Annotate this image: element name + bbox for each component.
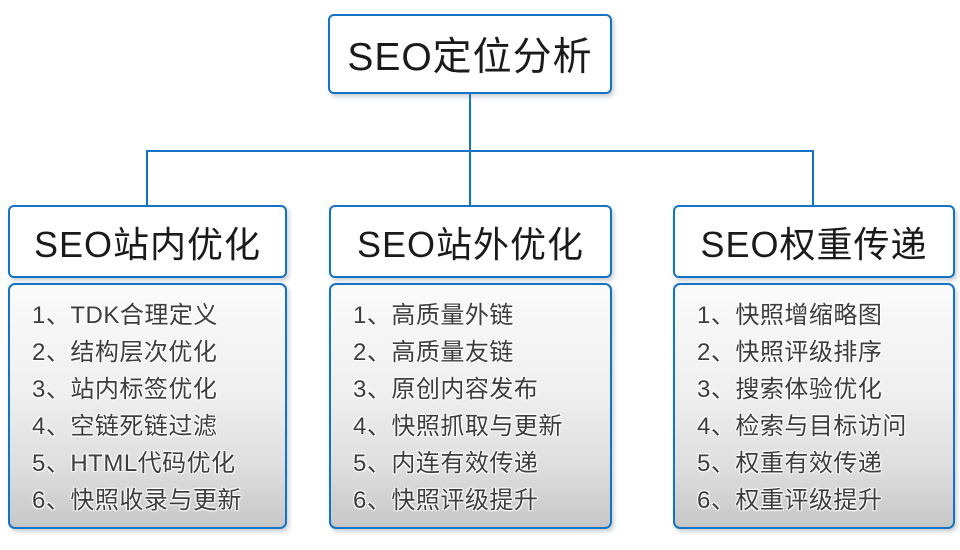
list-item: 1、TDK合理定义: [32, 302, 218, 329]
list-item: 1、快照增缩略图: [697, 302, 883, 329]
connector-drop-right: [812, 150, 814, 205]
root-node-seo-positioning: SEO定位分析: [328, 14, 612, 94]
list-item: 3、原创内容发布: [353, 376, 539, 403]
list-item: 5、HTML代码优化: [32, 450, 236, 477]
root-node-label: SEO定位分析: [347, 36, 593, 79]
list-item: 5、权重有效传递: [697, 450, 883, 477]
list-panel-offsite: 1、高质量外链 2、高质量友链 3、原创内容发布 4、快照抓取与更新 5、内连有…: [329, 283, 612, 529]
list-item: 4、空链死链过滤: [32, 413, 218, 440]
list-item: 5、内连有效传递: [353, 450, 539, 477]
branch-node-label: SEO站内优化: [33, 223, 262, 265]
list-panel-weight-transfer: 1、快照增缩略图 2、快照评级排序 3、搜索体验优化 4、检索与目标访问 5、权…: [673, 283, 955, 529]
branch-node-onsite: SEO站内优化: [8, 205, 287, 278]
branch-node-weight-transfer: SEO权重传递: [673, 205, 955, 278]
list-panel-onsite: 1、TDK合理定义 2、结构层次优化 3、站内标签优化 4、空链死链过滤 5、H…: [8, 283, 287, 529]
list-item: 6、快照评级提升: [353, 487, 539, 514]
list-item: 1、高质量外链: [353, 302, 514, 329]
list-item: 6、权重评级提升: [697, 487, 883, 514]
connector-drop-left: [146, 150, 148, 205]
branch-node-label: SEO站外优化: [356, 223, 585, 265]
list-item: 6、快照收录与更新: [32, 487, 242, 514]
list-item: 3、站内标签优化: [32, 376, 218, 403]
list-item: 2、快照评级排序: [697, 339, 883, 366]
branch-node-offsite: SEO站外优化: [329, 205, 612, 278]
connector-horizontal: [146, 150, 814, 152]
branch-node-label: SEO权重传递: [700, 223, 928, 265]
connector-root-stem: [469, 94, 471, 205]
list-item: 3、搜索体验优化: [697, 376, 883, 403]
list-item: 2、高质量友链: [353, 339, 514, 366]
list-item: 2、结构层次优化: [32, 339, 218, 366]
list-item: 4、检索与目标访问: [697, 413, 907, 440]
list-item: 4、快照抓取与更新: [353, 413, 563, 440]
